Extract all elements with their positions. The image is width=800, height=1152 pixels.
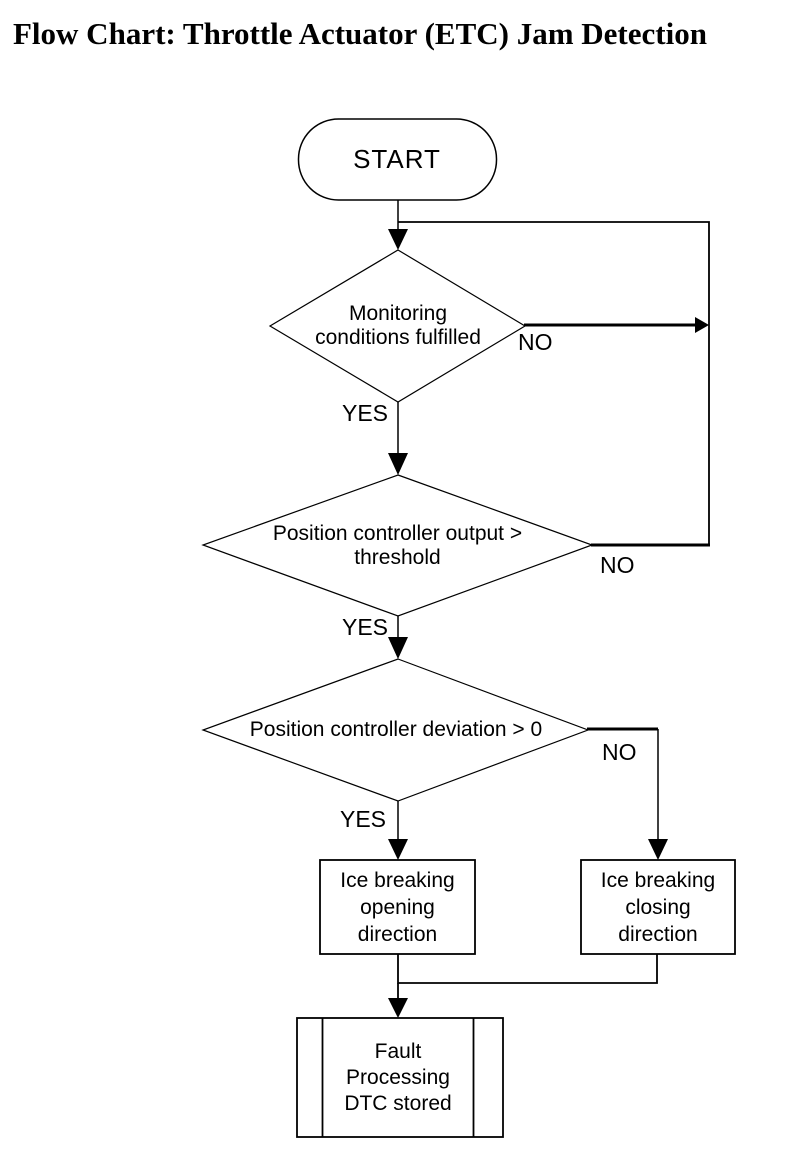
deviation-yes-label: YES <box>340 806 387 832</box>
start-node-label: START <box>353 144 441 174</box>
page-title: Flow Chart: Throttle Actuator (ETC) Jam … <box>13 16 707 51</box>
output-decision-label: Position controller output > threshold <box>272 521 523 569</box>
edge-loop-back-line <box>398 221 710 545</box>
closing-process-label: Ice breaking closing direction <box>600 868 716 946</box>
fault-process-label: Fault Processing DTC stored <box>344 1039 452 1115</box>
opening-process-label: Ice breaking opening direction <box>340 868 455 946</box>
arrowhead-into-monitoring <box>388 229 408 250</box>
deviation-decision-label: Position controller deviation > 0 <box>249 718 543 741</box>
monitoring-no-label: NO <box>518 329 553 355</box>
monitoring-decision-label: Monitoring conditions fulfilled <box>315 302 481 349</box>
arrowhead-into-opening <box>388 839 408 860</box>
output-yes-label: YES <box>342 614 389 640</box>
arrowhead-monitoring-no <box>695 317 709 333</box>
arrowhead-into-deviation <box>388 637 408 659</box>
output-no-label: NO <box>600 552 635 578</box>
edge-join-to-fault <box>397 954 658 984</box>
fault-process-shape <box>296 1017 504 1138</box>
closing-process-shape <box>580 859 736 955</box>
arrowhead-into-fault <box>388 998 408 1018</box>
deviation-no-label: NO <box>602 739 637 765</box>
arrowhead-into-output <box>388 453 408 475</box>
arrowhead-into-closing <box>648 839 668 860</box>
monitoring-yes-label: YES <box>342 400 389 426</box>
